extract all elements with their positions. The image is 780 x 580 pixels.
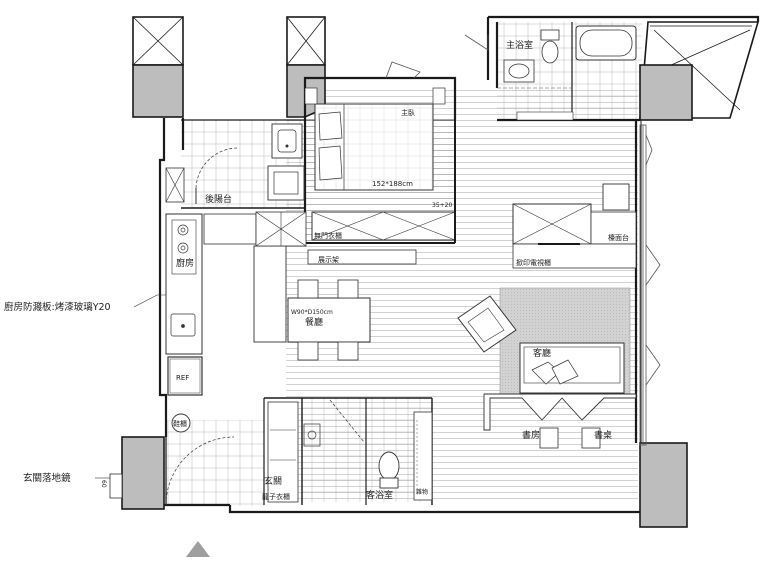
nightstand	[304, 87, 318, 105]
label-dining: 餐廳	[305, 316, 323, 328]
tv-wall	[512, 183, 637, 269]
tall-cabinet	[203, 213, 257, 245]
fridge	[167, 356, 203, 396]
annotation-entry-mirror: 玄關落地鏡	[23, 472, 71, 484]
shoe-cabinet-marker	[171, 413, 191, 433]
label-bed-size: 152*188cm	[372, 180, 413, 188]
label-shoe-cabinet: 鞋櫃	[173, 419, 187, 428]
windows	[385, 34, 661, 446]
toilet-icon	[378, 451, 400, 489]
label-dining-table-size: W90*D150cm	[291, 309, 333, 316]
kitchen	[165, 213, 257, 396]
annotation-leaders	[95, 294, 166, 479]
label-closet: 無門衣櫃	[314, 231, 342, 240]
label-desk: 書桌	[594, 429, 612, 441]
label-master-bath: 主浴室	[506, 39, 533, 51]
column-bottom-right	[639, 442, 688, 528]
study	[483, 393, 637, 449]
label-bed-side-dim: 35+20	[432, 202, 452, 209]
cushion-icon	[531, 359, 579, 385]
pillow-icon	[318, 111, 343, 181]
room-labels: 主浴室 主臥 152*188cm 35+20 無門衣櫃 後陽台 廚房 展示架 W…	[173, 39, 629, 501]
rear-balcony	[165, 123, 305, 204]
utility-cabinet	[413, 411, 433, 501]
master-bath	[497, 25, 637, 121]
basin-icon	[503, 59, 535, 83]
shower-icon	[303, 423, 321, 447]
label-tv-cabinet: 掀印電視櫃	[516, 258, 551, 267]
coat-closet	[267, 401, 299, 503]
column-bottom-left	[121, 436, 165, 510]
study-desk	[483, 393, 637, 431]
chair-icon	[539, 427, 601, 449]
external-annotations: 廚房防濺板:烤漆玻璃Y20 玄關落地鏡 60	[4, 301, 111, 488]
label-utility: 雜物	[416, 488, 428, 496]
entry-area	[109, 399, 433, 506]
label-rear-balcony: 後陽台	[205, 193, 232, 205]
label-fridge: REF	[176, 374, 189, 382]
walls	[158, 15, 760, 514]
label-guest-bath: 客浴室	[366, 489, 393, 501]
toilet-icon	[540, 29, 560, 64]
laundry-sink	[271, 123, 303, 159]
bathtub	[575, 25, 637, 61]
label-master-bedroom: 主臥	[401, 108, 415, 117]
workbench	[602, 183, 630, 211]
label-entry: 玄關	[264, 475, 282, 487]
nightstand-right	[432, 87, 446, 105]
dining-table	[287, 297, 371, 343]
label-living: 客廳	[533, 347, 551, 359]
armchair	[457, 295, 517, 353]
label-coat-closet: 龍子衣櫃	[262, 492, 290, 501]
entry-arrow-icon	[186, 541, 210, 557]
label-workbench: 檯面台	[608, 233, 629, 242]
master-bedroom	[304, 87, 456, 244]
display-shelf	[307, 249, 417, 265]
annotation-mirror-dim: 60	[100, 480, 107, 488]
living-room	[457, 287, 631, 395]
annotation-kitchen-backsplash: 廚房防濺板:烤漆玻璃Y20	[4, 301, 111, 313]
washing-machine	[267, 165, 305, 201]
kitchen-sink-icon	[170, 313, 196, 337]
label-kitchen: 廚房	[176, 257, 194, 269]
dining	[253, 211, 417, 361]
label-study: 書房	[522, 429, 540, 441]
chair-icon	[297, 279, 359, 361]
entry-mirror	[109, 473, 123, 499]
label-display-shelf: 展示架	[318, 256, 339, 264]
stove-icon	[177, 224, 189, 254]
